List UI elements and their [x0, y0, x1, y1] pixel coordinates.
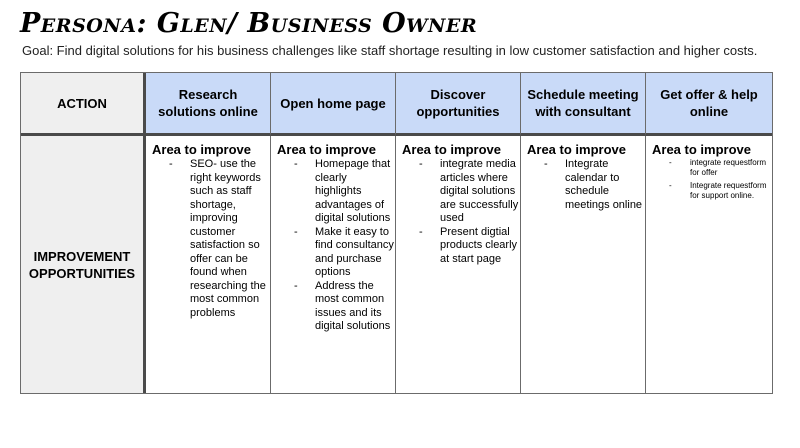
list-item: -Make it easy to find consultancy and pu…: [294, 225, 394, 279]
row-label-action: ACTION: [21, 73, 146, 136]
row-label-improvement: IMPROVEMENT OPPORTUNITIES: [21, 136, 146, 393]
column-header: Get offer & help online: [646, 73, 772, 136]
list-item: -Address the most common issues and its …: [294, 279, 391, 333]
column-header: Research solutions online: [146, 73, 271, 136]
list-item: -Present digtial products clearly at sta…: [419, 225, 518, 265]
list-item: -Integrate calendar to schedule meetings…: [544, 158, 643, 211]
column-body: Area to improve -SEO- use the right keyw…: [146, 136, 271, 393]
page-title: Persona: Glen/ Business Owner: [20, 8, 478, 39]
improvement-list: -Homepage that clearly highlights advant…: [277, 158, 395, 334]
column-header: Open home page: [271, 73, 396, 136]
improvement-list: -integrate requestform for offer -Integr…: [652, 158, 772, 201]
column-body: Area to improve -integrate media article…: [396, 136, 521, 393]
column-body: Area to improve -Homepage that clearly h…: [271, 136, 396, 393]
journey-table: ACTION Research solutions online Open ho…: [20, 72, 773, 394]
improvement-list: -Integrate calendar to schedule meetings…: [527, 158, 645, 212]
improvement-list: -integrate media articles where digital …: [402, 158, 520, 266]
area-heading: Area to improve: [152, 142, 251, 157]
column-body: Area to improve -Integrate calendar to s…: [521, 136, 646, 393]
goal-text: Goal: Find digital solutions for his bus…: [22, 43, 758, 58]
area-heading: Area to improve: [277, 142, 376, 157]
area-heading: Area to improve: [652, 142, 751, 157]
improvement-list: -SEO- use the right keywords such as sta…: [152, 158, 270, 320]
list-item: -integrate media articles where digital …: [419, 158, 519, 224]
area-heading: Area to improve: [402, 142, 501, 157]
list-item: -Integrate requestform for support onlin…: [669, 181, 767, 200]
area-heading: Area to improve: [527, 142, 626, 157]
column-header: Schedule meeting with consultant: [521, 73, 646, 136]
list-item: -integrate requestform for offer: [669, 158, 767, 177]
list-item: -SEO- use the right keywords such as sta…: [169, 158, 266, 319]
column-header: Discover opportunities: [396, 73, 521, 136]
list-item: -Homepage that clearly highlights advant…: [294, 158, 391, 224]
column-body: Area to improve -integrate requestform f…: [646, 136, 772, 393]
